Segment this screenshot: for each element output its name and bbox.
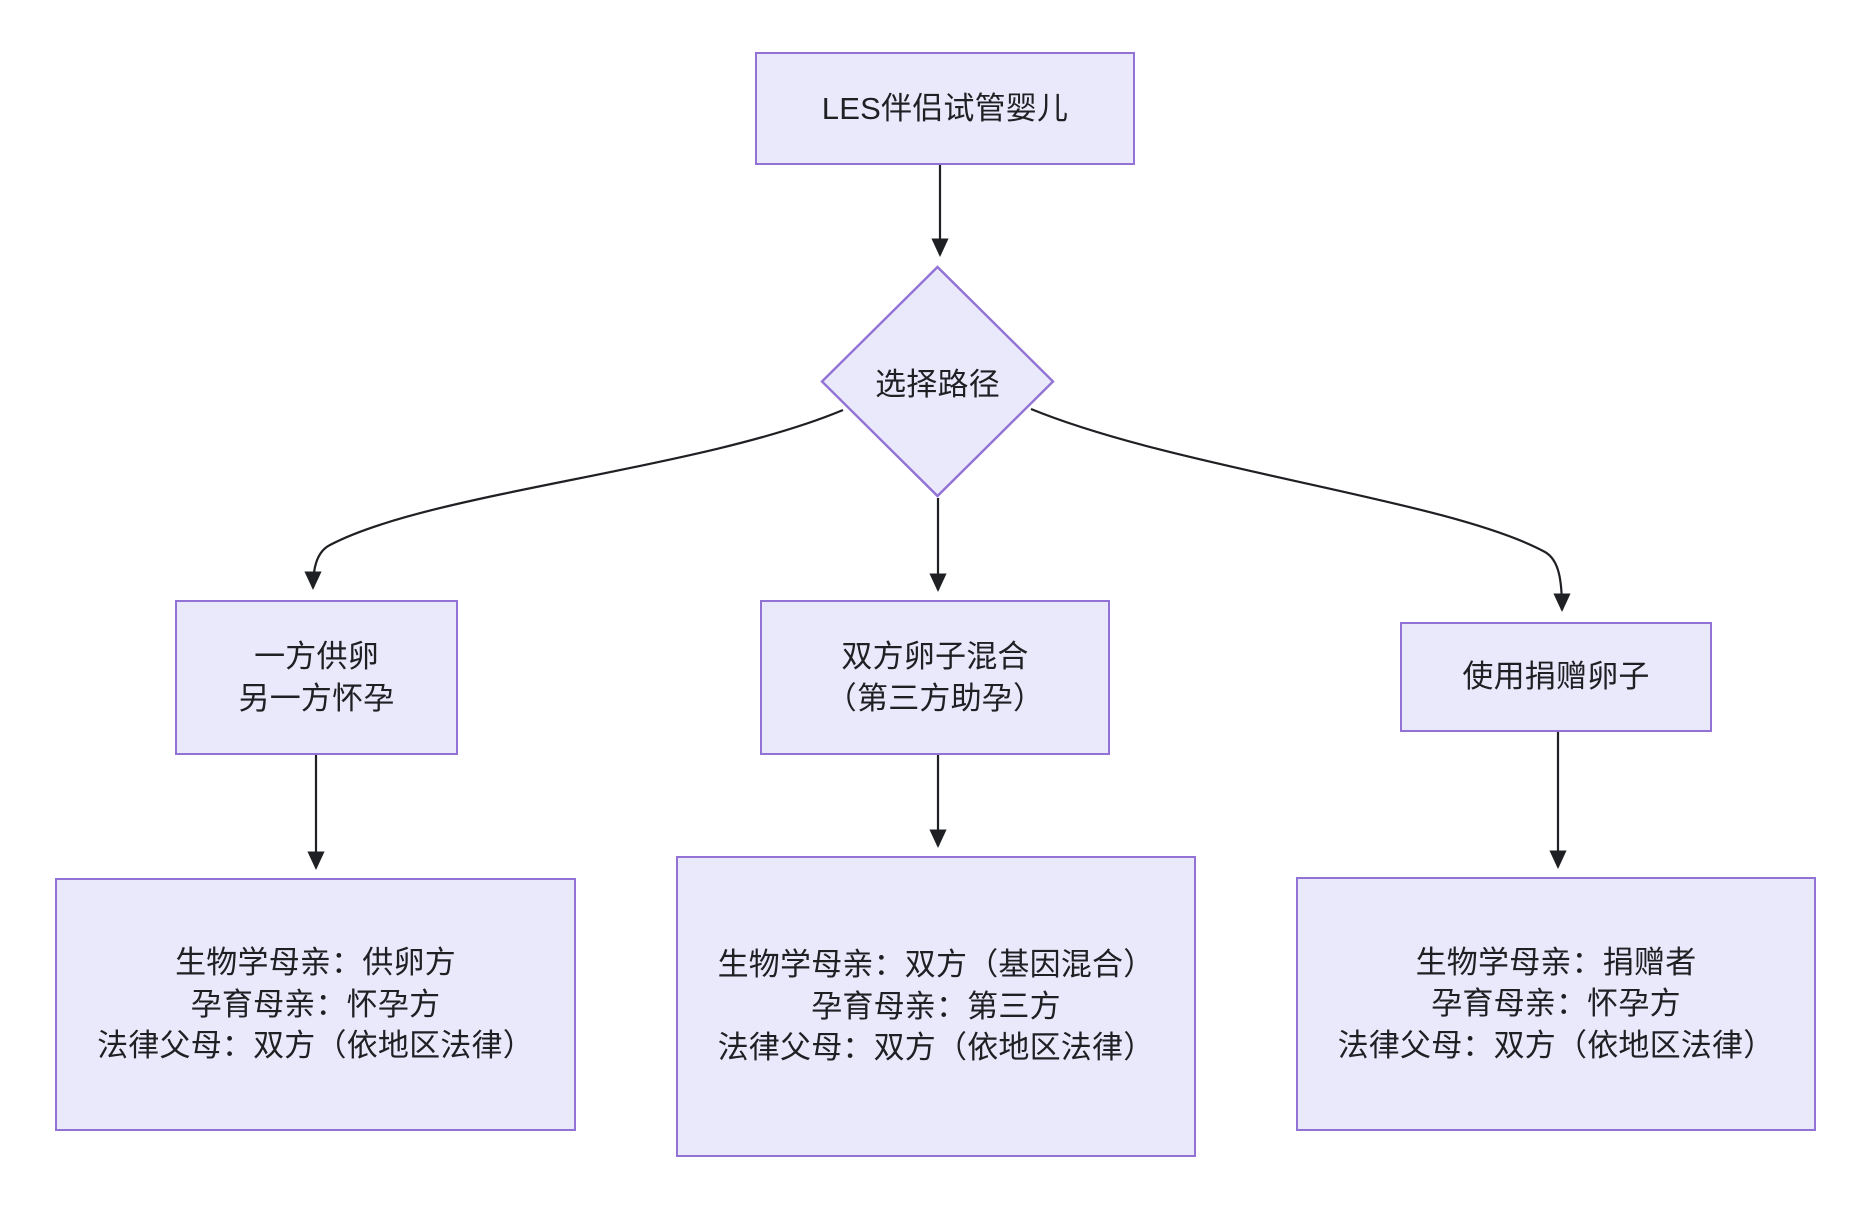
node-outcome-b[interactable]: 生物学母亲：双方（基因混合） 孕育母亲：第三方 法律父母：双方（依地区法律）	[676, 856, 1196, 1157]
edge-decision-to-path-a	[304, 408, 844, 590]
edge-decision-to-path-c	[1030, 407, 1571, 612]
diamond-shape	[820, 265, 1055, 498]
node-path-a[interactable]: 一方供卵 另一方怀孕	[175, 600, 458, 755]
node-path-b[interactable]: 双方卵子混合 （第三方助孕）	[760, 600, 1110, 755]
node-decision[interactable]: 选择路径	[820, 265, 1055, 498]
node-outcome-c-label: 生物学母亲：捐赠者 孕育母亲：怀孕方 法律父母：双方（依地区法律）	[1337, 944, 1775, 1063]
node-outcome-a[interactable]: 生物学母亲：供卵方 孕育母亲：怀孕方 法律父母：双方（依地区法律）	[55, 878, 576, 1131]
node-outcome-b-label: 生物学母亲：双方（基因混合） 孕育母亲：第三方 法律父母：双方（依地区法律）	[717, 947, 1155, 1066]
node-outcome-a-label: 生物学母亲：供卵方 孕育母亲：怀孕方 法律父母：双方（依地区法律）	[97, 945, 534, 1064]
node-start[interactable]: LES伴侣试管婴儿	[755, 52, 1135, 165]
node-path-a-label: 一方供卵 另一方怀孕	[238, 638, 395, 716]
node-decision-label: 选择路径	[875, 367, 1000, 402]
node-outcome-c[interactable]: 生物学母亲：捐赠者 孕育母亲：怀孕方 法律父母：双方（依地区法律）	[1296, 877, 1816, 1131]
node-path-c[interactable]: 使用捐赠卵子	[1400, 622, 1712, 732]
node-start-label: LES伴侣试管婴儿	[821, 90, 1069, 126]
node-path-b-label: 双方卵子混合 （第三方助孕）	[825, 638, 1045, 716]
node-path-c-label: 使用捐赠卵子	[1462, 659, 1650, 695]
